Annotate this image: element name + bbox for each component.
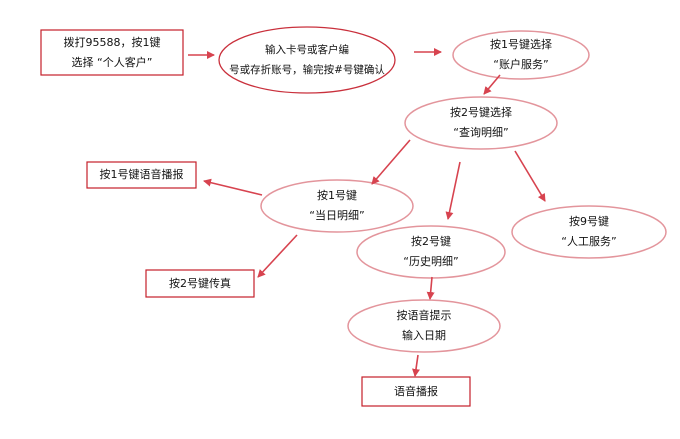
node-text: 按1号键语音播报	[99, 168, 184, 181]
start-node: 拨打95588，按1键 选择 “个人客户”	[41, 30, 183, 75]
account-service-node: 按1号键选择 “账户服务”	[453, 31, 589, 79]
voice-report-2-node: 语音播报	[362, 377, 470, 406]
node-text: 按语音提示	[396, 309, 452, 322]
voice-report-2-box	[361, 376, 471, 407]
arrow	[203, 178, 263, 196]
node-text: 按9号键	[569, 215, 609, 228]
node-text: 按1号键选择	[490, 38, 552, 51]
arrow	[445, 161, 461, 220]
arrow	[371, 139, 411, 185]
voice-report-1-node: 按1号键语音播报	[87, 162, 196, 188]
manual-service-ellipse	[511, 205, 667, 259]
start-box	[40, 29, 184, 76]
node-text: 按2号键	[411, 235, 451, 248]
node-text: 输入日期	[402, 329, 446, 342]
arrow	[514, 150, 546, 202]
node-text: 按2号键选择	[450, 106, 512, 119]
node-text: 输入卡号或客户编	[265, 44, 349, 56]
query-detail-node: 按2号键选择 “查询明细”	[405, 97, 557, 149]
account-service-ellipse	[452, 30, 590, 80]
fax-node: 按2号键传真	[146, 270, 254, 297]
node-text: 选择 “个人客户”	[71, 55, 153, 69]
arrow	[257, 234, 298, 278]
node-text: “查询明细”	[453, 126, 509, 139]
arrow	[426, 276, 435, 300]
arrow	[483, 74, 501, 95]
today-detail-node: 按1号键 “当日明细”	[261, 180, 413, 232]
node-text: 按1号键	[317, 189, 357, 202]
input-card-ellipse	[218, 26, 396, 94]
input-date-node: 按语音提示 输入日期	[348, 300, 500, 352]
voice-report-1-box	[86, 161, 197, 189]
fax-box	[145, 269, 255, 298]
manual-service-node: 按9号键 “人工服务”	[512, 206, 666, 258]
arrow	[412, 354, 420, 377]
node-text: 号或存折账号，输完按#号键确认	[229, 64, 385, 76]
input-date-ellipse	[347, 299, 501, 353]
input-card-node: 输入卡号或客户编 号或存折账号，输完按#号键确认	[219, 27, 395, 93]
node-text: 按2号键传真	[169, 276, 231, 290]
node-text: “当日明细”	[309, 209, 365, 222]
node-text: “人工服务”	[561, 235, 617, 248]
query-detail-ellipse	[404, 96, 558, 150]
history-detail-ellipse	[356, 225, 506, 279]
node-text: “历史明细”	[403, 255, 459, 268]
node-text: 语音播报	[394, 384, 438, 398]
history-detail-node: 按2号键 “历史明细”	[357, 226, 505, 278]
node-text: 拨打95588，按1键	[63, 35, 161, 49]
today-detail-ellipse	[260, 179, 414, 233]
node-text: “账户服务”	[493, 58, 549, 71]
